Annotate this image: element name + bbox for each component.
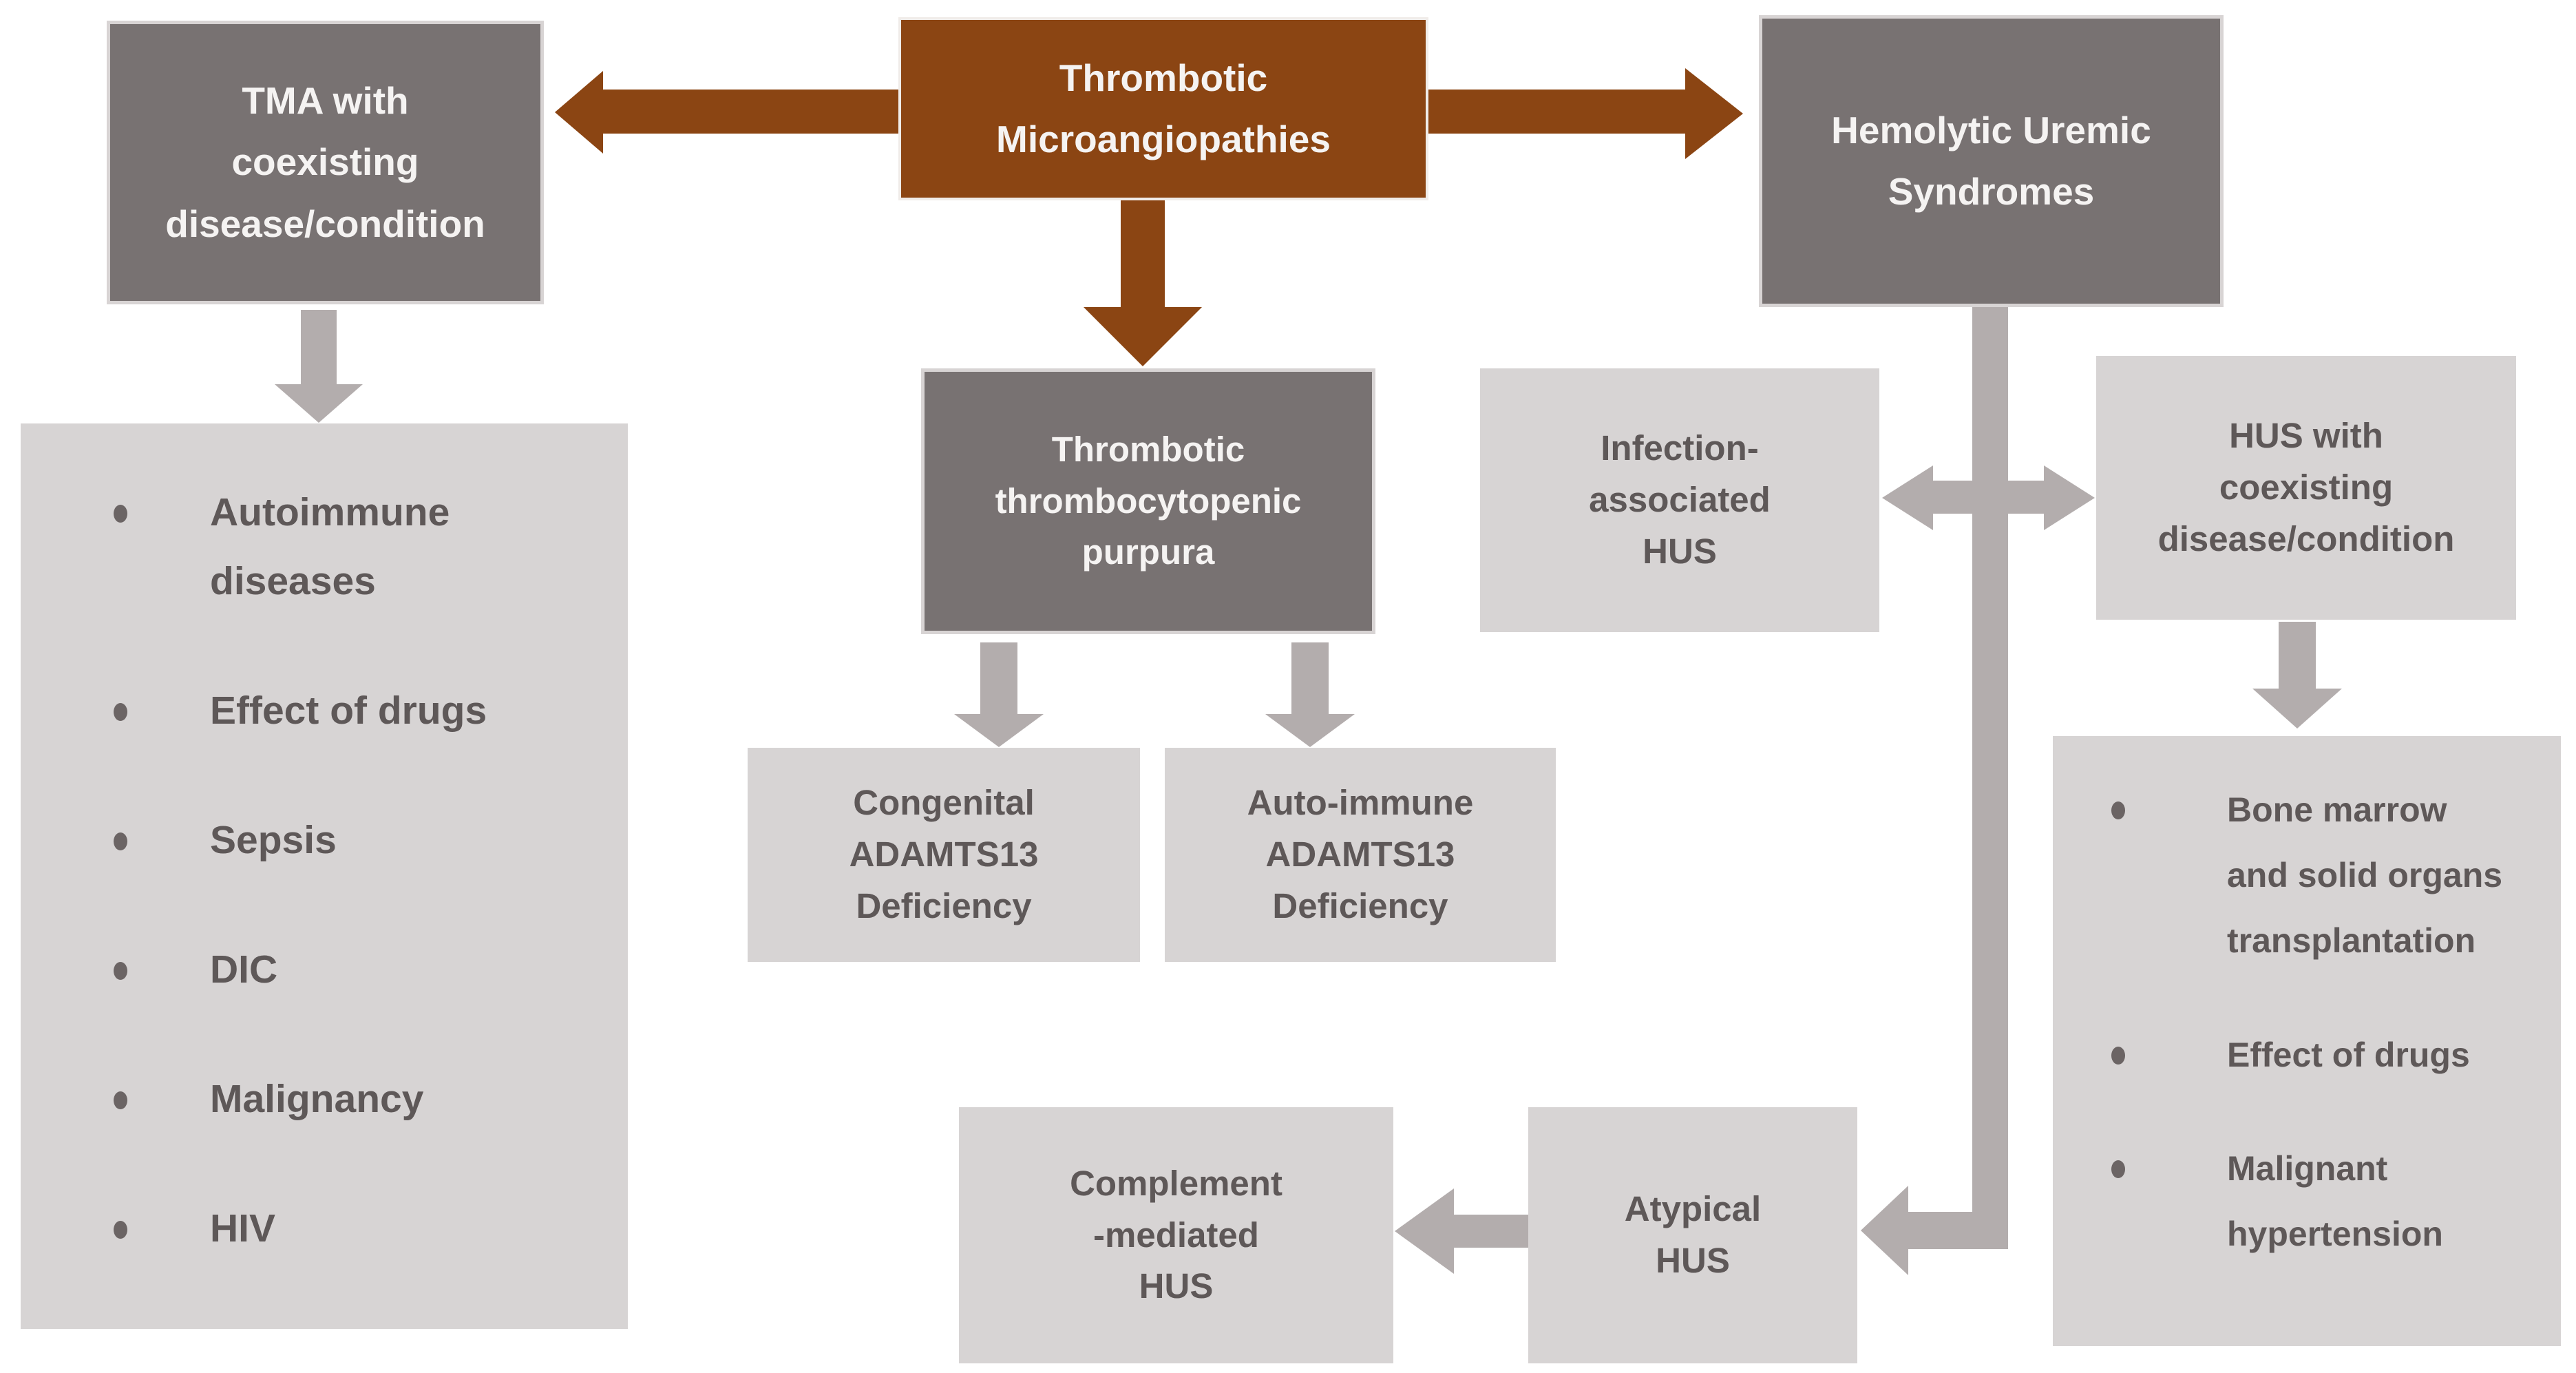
list-item: Effect of drugs xyxy=(2111,1023,2544,1088)
list-item-label: Bone marrow and solid organs transplanta… xyxy=(2227,790,2503,960)
bullet-icon xyxy=(2111,1046,2125,1065)
node-autoimmune-adamts13-label: Auto-immune ADAMTS13 Deficiency xyxy=(1247,783,1474,925)
list-item: Malignancy xyxy=(114,1065,593,1134)
arrow-ttp-to-congenital-head xyxy=(954,714,1044,747)
list-item-label: HIV xyxy=(210,1206,276,1251)
list-item-label: Effect of drugs xyxy=(2227,1035,2470,1074)
list-item: Malignant hypertension xyxy=(2111,1136,2544,1267)
arrow-ttp-to-autoimmune-stem xyxy=(1291,642,1329,715)
arrow-tma-to-list-stem xyxy=(301,310,337,386)
node-thrombotic-microangiopathies-label: Thrombotic Microangiopathies xyxy=(996,56,1331,160)
arrow-root-to-hus-shaft xyxy=(1426,90,1687,134)
bullet-icon xyxy=(2111,1160,2125,1178)
node-atypical-hus: Atypical HUS xyxy=(1528,1107,1857,1363)
node-hus-with-coexisting-label: HUS with coexisting disease/condition xyxy=(2157,416,2455,558)
list-item-label: Malignant hypertension xyxy=(2227,1149,2443,1253)
node-infection-associated-hus: Infection- associated HUS xyxy=(1480,368,1879,632)
arrow-atypical-to-complement-head xyxy=(1395,1188,1454,1274)
arrow-root-to-ttp-stem xyxy=(1121,197,1165,308)
node-congenital-adamts13-label: Congenital ADAMTS13 Deficiency xyxy=(849,783,1039,925)
node-thrombotic-microangiopathies: Thrombotic Microangiopathies xyxy=(898,17,1428,200)
arrow-root-to-tma-shaft xyxy=(600,90,900,134)
node-hus-with-coexisting-disease: HUS with coexisting disease/condition xyxy=(2096,356,2516,620)
arrow-coexisting-to-list-head xyxy=(2252,689,2342,729)
bullet-icon xyxy=(114,1091,127,1110)
list-item: Sepsis xyxy=(114,806,593,875)
hus-vertical-connector-bar xyxy=(1972,307,2008,1249)
node-complement-mediated-hus: Complement -mediated HUS xyxy=(959,1107,1393,1363)
arrow-bar-to-atypical-shaft xyxy=(1907,1212,2008,1249)
list-item-label: Autoimmune diseases xyxy=(210,490,450,603)
bullet-icon xyxy=(114,702,127,721)
list-item: DIC xyxy=(114,936,593,1005)
node-hemolytic-uremic-syndromes-label: Hemolytic Uremic Syndromes xyxy=(1831,108,2151,213)
arrow-coexisting-to-list-stem xyxy=(2279,622,2316,690)
arrow-atypical-to-complement-shaft xyxy=(1453,1215,1528,1248)
node-ttp-label: Thrombotic thrombocytopenic purpura xyxy=(995,429,1302,572)
bullet-icon xyxy=(2111,801,2125,819)
node-tma-coexisting: TMA with coexisting disease/condition xyxy=(107,21,544,304)
bullet-icon xyxy=(114,832,127,850)
list-item-label: Sepsis xyxy=(210,817,337,862)
node-congenital-adamts13-deficiency: Congenital ADAMTS13 Deficiency xyxy=(748,748,1140,962)
list-item: Bone marrow and solid organs transplanta… xyxy=(2111,777,2544,974)
bullet-icon xyxy=(114,505,127,523)
list-item-label: DIC xyxy=(210,947,278,992)
arrow-tma-to-list-head xyxy=(275,384,363,423)
arrow-root-to-ttp-head xyxy=(1084,307,1202,366)
node-atypical-hus-label: Atypical HUS xyxy=(1624,1189,1762,1280)
arrow-infection-bidirectional-right-head xyxy=(2044,465,2095,530)
node-autoimmune-adamts13-deficiency: Auto-immune ADAMTS13 Deficiency xyxy=(1165,748,1556,962)
node-infection-associated-hus-label: Infection- associated HUS xyxy=(1589,428,1771,571)
bullet-icon xyxy=(114,1221,127,1239)
list-item: Autoimmune diseases xyxy=(114,479,593,616)
arrow-root-to-tma-head xyxy=(555,71,603,154)
arrow-root-to-hus-head xyxy=(1685,68,1743,159)
hus-causes-list: Bone marrow and solid organs transplanta… xyxy=(2053,736,2561,1346)
list-item: Effect of drugs xyxy=(114,677,593,746)
node-tma-coexisting-label: TMA with coexisting disease/condition xyxy=(165,79,485,245)
bullet-icon xyxy=(114,962,127,981)
node-thrombotic-thrombocytopenic-purpura: Thrombotic thrombocytopenic purpura xyxy=(921,368,1375,634)
list-item: HIV xyxy=(114,1195,593,1264)
node-complement-mediated-hus-label: Complement -mediated HUS xyxy=(1070,1163,1282,1306)
list-item-label: Malignancy xyxy=(210,1077,424,1122)
arrow-ttp-to-congenital-stem xyxy=(980,642,1017,715)
list-item-label: Effect of drugs xyxy=(210,688,487,733)
node-hemolytic-uremic-syndromes: Hemolytic Uremic Syndromes xyxy=(1759,15,2224,307)
tma-causes-list: Autoimmune diseases Effect of drugs Seps… xyxy=(21,423,628,1329)
arrow-ttp-to-autoimmune-head xyxy=(1265,714,1355,747)
arrow-infection-bidirectional-left-head xyxy=(1882,465,1933,530)
arrow-bar-to-atypical-head xyxy=(1861,1186,1908,1275)
